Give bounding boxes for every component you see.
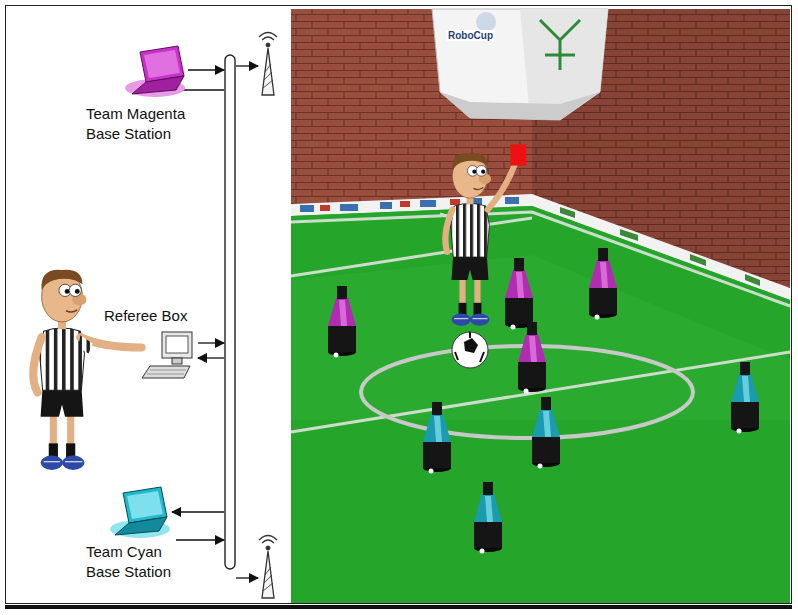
station-node: Team Magenta Base Station — [86, 104, 208, 145]
referee-figure — [33, 270, 141, 470]
station-node: Team Cyan Base Station — [86, 542, 194, 583]
sign-text: RoboCup — [446, 30, 495, 41]
node-label: Referee Box — [104, 306, 216, 326]
laptop-icon — [125, 46, 185, 97]
node-label: Team Magenta Base Station — [86, 104, 208, 145]
station-node: Referee Box — [104, 306, 216, 326]
antenna-symbol — [259, 33, 277, 96]
field-render — [291, 9, 790, 603]
computer-icon — [142, 332, 192, 378]
network-bus — [225, 55, 235, 569]
antenna-symbol — [259, 536, 277, 599]
laptop-icon — [110, 487, 170, 538]
node-label: Team Cyan Base Station — [86, 542, 194, 583]
